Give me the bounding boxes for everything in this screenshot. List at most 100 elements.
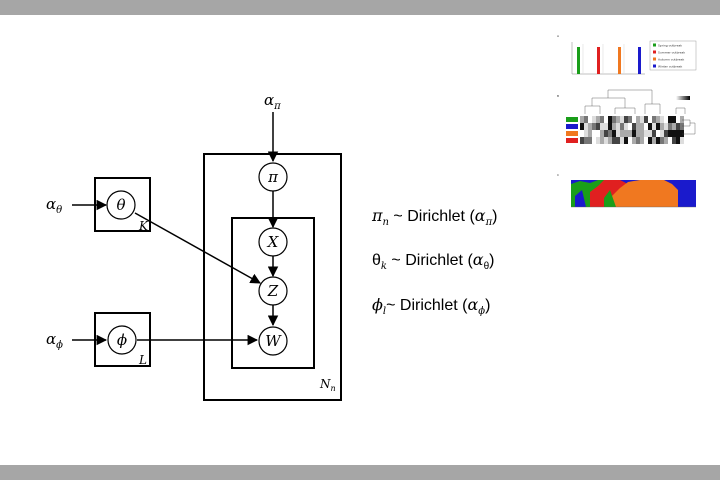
heatmap-cell — [668, 116, 672, 123]
legend-winter: Winter outbreak — [658, 64, 683, 68]
panel-b-side-tree — [682, 119, 696, 135]
season-bar-summer — [597, 47, 600, 74]
heatmap-cell — [608, 130, 612, 137]
equation-theta: θk ~ Dirichlet (αθ) — [372, 250, 494, 272]
heatmap-cell — [660, 130, 664, 137]
heatmap-cell — [580, 123, 584, 130]
heatmap-cell — [636, 137, 640, 144]
heatmap-cell — [644, 130, 648, 137]
panel-a-legend: Spring outbreak Summer outbreak Autumn o… — [649, 40, 697, 71]
heatmap-cell — [672, 123, 676, 130]
heatmap-cell — [680, 123, 684, 130]
heatmap-cell — [680, 130, 684, 137]
heatmap-cell — [680, 116, 684, 123]
heatmap-cell — [668, 130, 672, 137]
heatmap-cell — [588, 130, 592, 137]
plate-k-label: K — [138, 219, 149, 233]
heatmap-cell — [640, 123, 644, 130]
heatmap-cell — [580, 137, 584, 144]
heatmap-cell — [604, 123, 608, 130]
heatmap-cell — [620, 116, 624, 123]
legend-summer: Summer outbreak — [658, 50, 685, 54]
heatmap-cell — [636, 116, 640, 123]
heatmap-cell — [676, 130, 680, 137]
heatmap-cell — [592, 123, 596, 130]
heatmap-cell — [664, 116, 668, 123]
panel-c-area — [571, 180, 696, 208]
heatmap-cell — [676, 123, 680, 130]
heatmap-cell — [612, 123, 616, 130]
node-phi: ϕ — [107, 325, 137, 355]
heatmap-cell — [624, 137, 628, 144]
heatmap-cell — [628, 137, 632, 144]
heatmap-cell — [628, 116, 632, 123]
svg-text:θ: θ — [116, 196, 125, 214]
heatmap-cell — [644, 137, 648, 144]
panel-a-bars — [571, 42, 645, 75]
season-bar-autumn — [618, 47, 621, 74]
heatmap-cell — [648, 116, 652, 123]
panel-b-row-colors — [566, 117, 578, 143]
heatmap-cell — [632, 137, 636, 144]
node-x: X — [258, 227, 288, 257]
panel-b-heatmap — [580, 116, 684, 144]
heatmap-cell — [648, 137, 652, 144]
heatmap-cell — [640, 116, 644, 123]
heatmap-cell — [632, 116, 636, 123]
heatmap-cell — [612, 130, 616, 137]
heatmap-cell — [584, 116, 588, 123]
node-z: Z — [258, 276, 288, 306]
heatmap-cell — [652, 123, 656, 130]
heatmap-cell — [644, 123, 648, 130]
heatmap-cell — [596, 123, 600, 130]
heatmap-cell — [596, 116, 600, 123]
heatmap-cell — [604, 130, 608, 137]
heatmap-cell — [660, 137, 664, 144]
heatmap-cell — [652, 137, 656, 144]
heatmap-cell — [632, 123, 636, 130]
heatmap-cell — [600, 123, 604, 130]
panel-label-a: A — [557, 34, 560, 38]
heatmap-cell — [652, 130, 656, 137]
heatmap-cell — [616, 116, 620, 123]
heatmap-cell — [612, 137, 616, 144]
heatmap-cell — [584, 137, 588, 144]
svg-text:π: π — [267, 168, 279, 186]
panel-label-c: C — [557, 173, 559, 177]
svg-text:X: X — [267, 233, 280, 251]
heatmap-cell — [656, 137, 660, 144]
svg-text:W: W — [265, 332, 282, 350]
heatmap-cell — [672, 130, 676, 137]
heatmap-cell — [628, 123, 632, 130]
equation-phi: ϕl~ Dirichlet (αϕ) — [372, 295, 490, 317]
alpha-pi-label: απ — [264, 91, 281, 112]
top-band — [0, 0, 720, 15]
heatmap-cell — [656, 116, 660, 123]
heatmap-cell — [624, 123, 628, 130]
heatmap-cell — [588, 116, 592, 123]
heatmap-cell — [660, 123, 664, 130]
node-pi: π — [258, 162, 288, 192]
heatmap-cell — [660, 116, 664, 123]
heatmap-cell — [672, 116, 676, 123]
heatmap-cell — [620, 137, 624, 144]
heatmap-cell — [592, 137, 596, 144]
heatmap-cell — [600, 116, 604, 123]
heatmap-cell — [612, 116, 616, 123]
alpha-theta-label: αθ — [46, 195, 62, 216]
heatmap-cell — [580, 116, 584, 123]
heatmap-cell — [596, 130, 600, 137]
season-bar-winter — [638, 47, 641, 74]
legend-autumn: Autumn outbreak — [658, 57, 684, 61]
heatmap-cell — [628, 130, 632, 137]
bottom-band — [0, 465, 720, 480]
thumbnail-figure: A Spring outbreak Summer outbreak Autumn… — [557, 34, 697, 208]
heatmap-cell — [604, 137, 608, 144]
node-theta: θ — [106, 190, 136, 220]
heatmap-cell — [620, 123, 624, 130]
heatmap-cell — [580, 130, 584, 137]
heatmap-cell — [640, 137, 644, 144]
heatmap-cell — [656, 123, 660, 130]
heatmap-cell — [648, 123, 652, 130]
